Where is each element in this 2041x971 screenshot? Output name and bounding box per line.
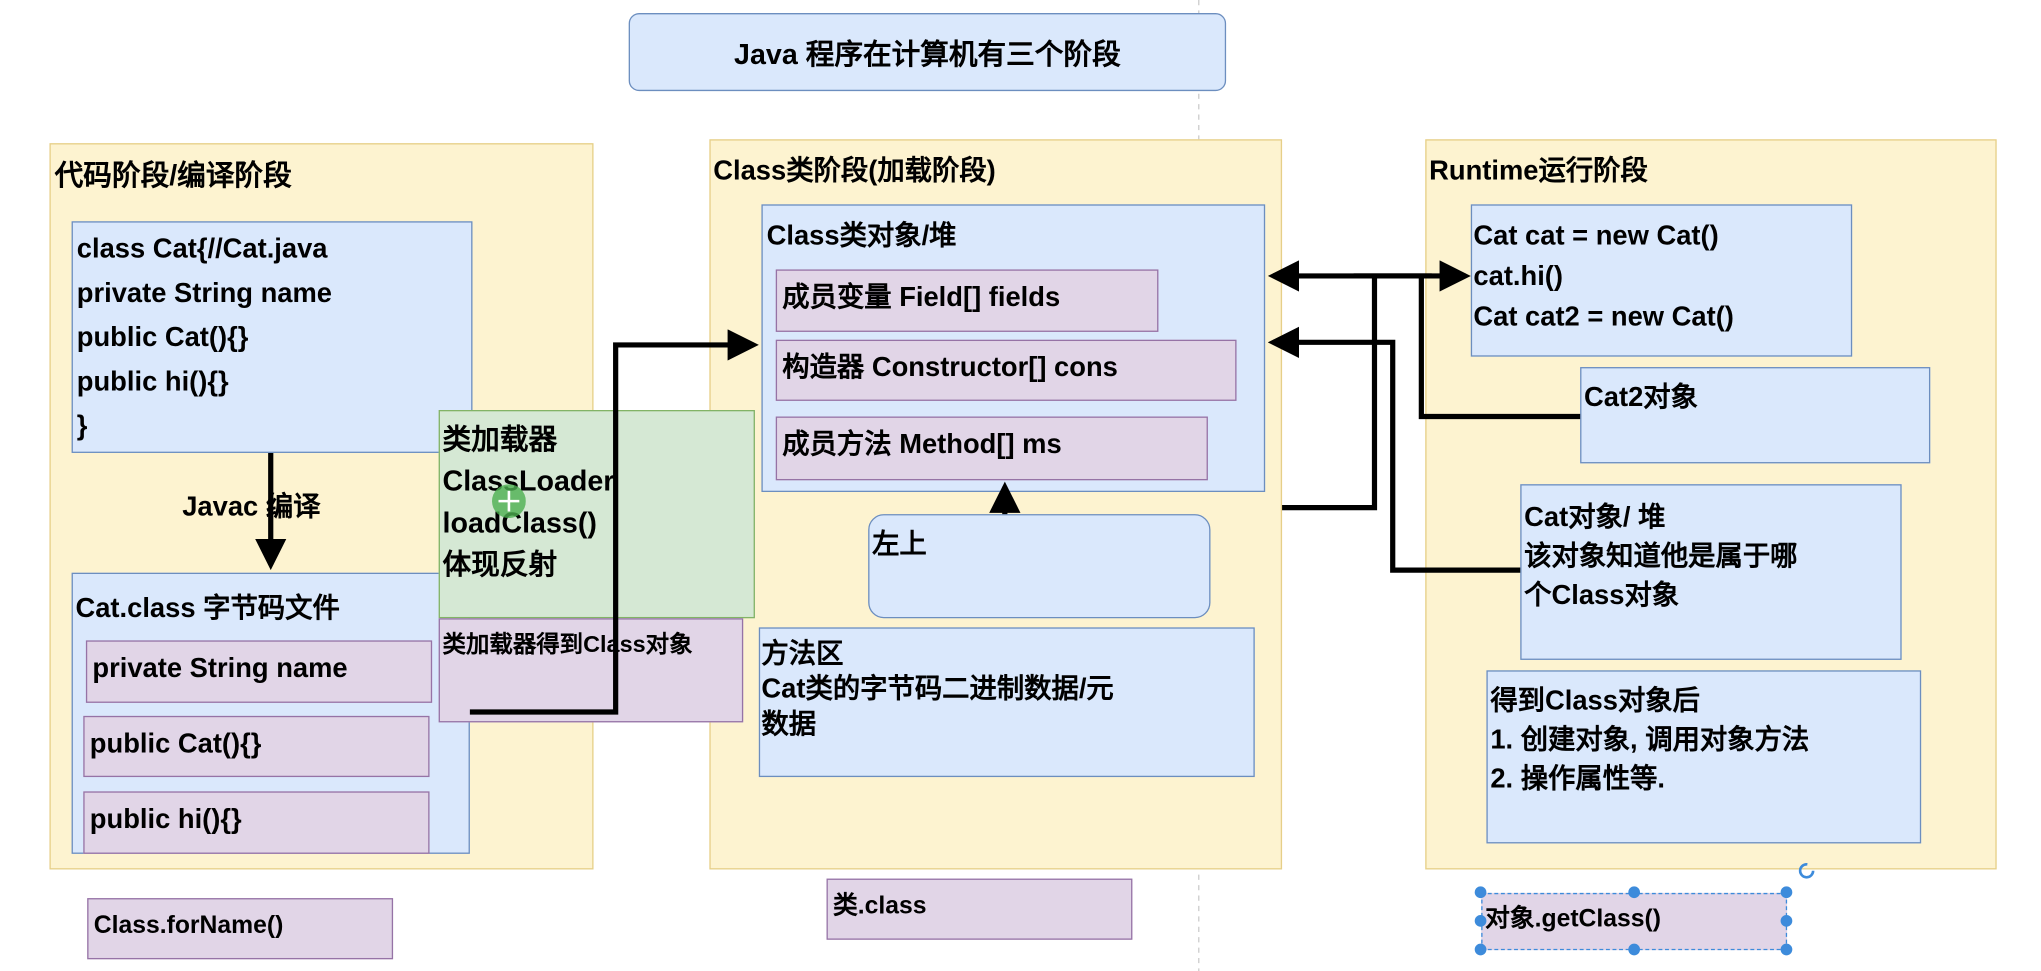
selection-handle[interactable] — [1780, 943, 1793, 956]
constructors-box[interactable]: 构造器 Constructor[] cons — [775, 339, 1237, 401]
classloader-line: 体现反射 — [442, 547, 558, 581]
classloader-box[interactable]: 类加载器 ClassLoader loadClass() 体现反射 — [438, 410, 755, 619]
bytecode-item[interactable]: public Cat(){} — [83, 715, 430, 778]
cat-object-arrow — [1267, 326, 1521, 573]
runtime-code-line: Cat cat = new Cat() — [1473, 221, 1719, 252]
runtime-code-line: Cat cat2 = new Cat() — [1473, 301, 1734, 332]
getclass-box[interactable]: 对象.getClass() — [1481, 892, 1788, 951]
selection-handle[interactable] — [1628, 943, 1641, 956]
source-line: } — [76, 411, 88, 442]
cat2-object-box[interactable]: Cat2对象 — [1580, 367, 1931, 464]
class-forname-box[interactable]: Class.forName() — [87, 898, 394, 960]
classloader-line: ClassLoader — [442, 464, 615, 498]
class-stage-title: Class类阶段(加载阶段) — [713, 156, 996, 187]
code-stage-title: 代码阶段/编译阶段 — [54, 158, 292, 192]
cat-object-box[interactable]: Cat对象/ 堆 该对象知道他是属于哪 个Class对象 — [1520, 484, 1902, 660]
class-object-title: Class类对象/堆 — [766, 221, 957, 252]
bytecode-item[interactable]: public hi(){} — [83, 791, 430, 854]
load-arrow — [469, 329, 759, 715]
bytecode-title: Cat.class 字节码文件 — [75, 593, 340, 624]
runtime-code-line: cat.hi() — [1473, 261, 1564, 292]
dot-class-box[interactable]: 类.class — [826, 878, 1133, 940]
runtime-stage-title: Runtime运行阶段 — [1429, 156, 1648, 187]
classloader-result-box[interactable]: 类加载器得到Class对象 — [438, 618, 744, 723]
source-line: class Cat{//Cat.java — [76, 234, 328, 265]
selection-handle[interactable] — [1474, 915, 1487, 927]
fields-box[interactable]: 成员变量 Field[] fields — [775, 269, 1159, 332]
selection-handle[interactable] — [1474, 886, 1487, 899]
classloader-line: 类加载器 — [442, 423, 558, 456]
rotate-handle-icon[interactable] — [1798, 862, 1816, 880]
source-line: private String name — [76, 278, 332, 309]
runtime-code-box[interactable]: Cat cat = new Cat() cat.hi() Cat cat2 = … — [1470, 204, 1853, 357]
move-cursor-icon — [492, 484, 526, 519]
methods-box[interactable]: 成员方法 Method[] ms — [775, 416, 1208, 481]
cat2-link — [1418, 277, 1581, 420]
heap-link — [1282, 277, 1378, 511]
note-box[interactable]: 左上 — [868, 514, 1211, 619]
selection-handle[interactable] — [1628, 886, 1641, 899]
title-box[interactable]: Java 程序在计算机有三个阶段 — [628, 13, 1227, 92]
method-area-box[interactable]: 方法区 Cat类的字节码二进制数据/元 数据 — [758, 627, 1255, 778]
selection-handle[interactable] — [1474, 943, 1487, 956]
source-line: public hi(){} — [76, 367, 229, 397]
selection-handle[interactable] — [1780, 915, 1793, 927]
source-line: public Cat(){} — [76, 322, 249, 353]
after-class-box[interactable]: 得到Class对象后 1. 创建对象, 调用对象方法 2. 操作属性等. — [1486, 670, 1922, 844]
source-code-box[interactable]: class Cat{//Cat.java private String name… — [71, 221, 473, 453]
diagram-title: Java 程序在计算机有三个阶段 — [734, 37, 1121, 71]
compile-label: Javac 编译 — [182, 492, 321, 522]
bytecode-item[interactable]: private String name — [85, 640, 433, 703]
selection-handle[interactable] — [1780, 886, 1793, 899]
